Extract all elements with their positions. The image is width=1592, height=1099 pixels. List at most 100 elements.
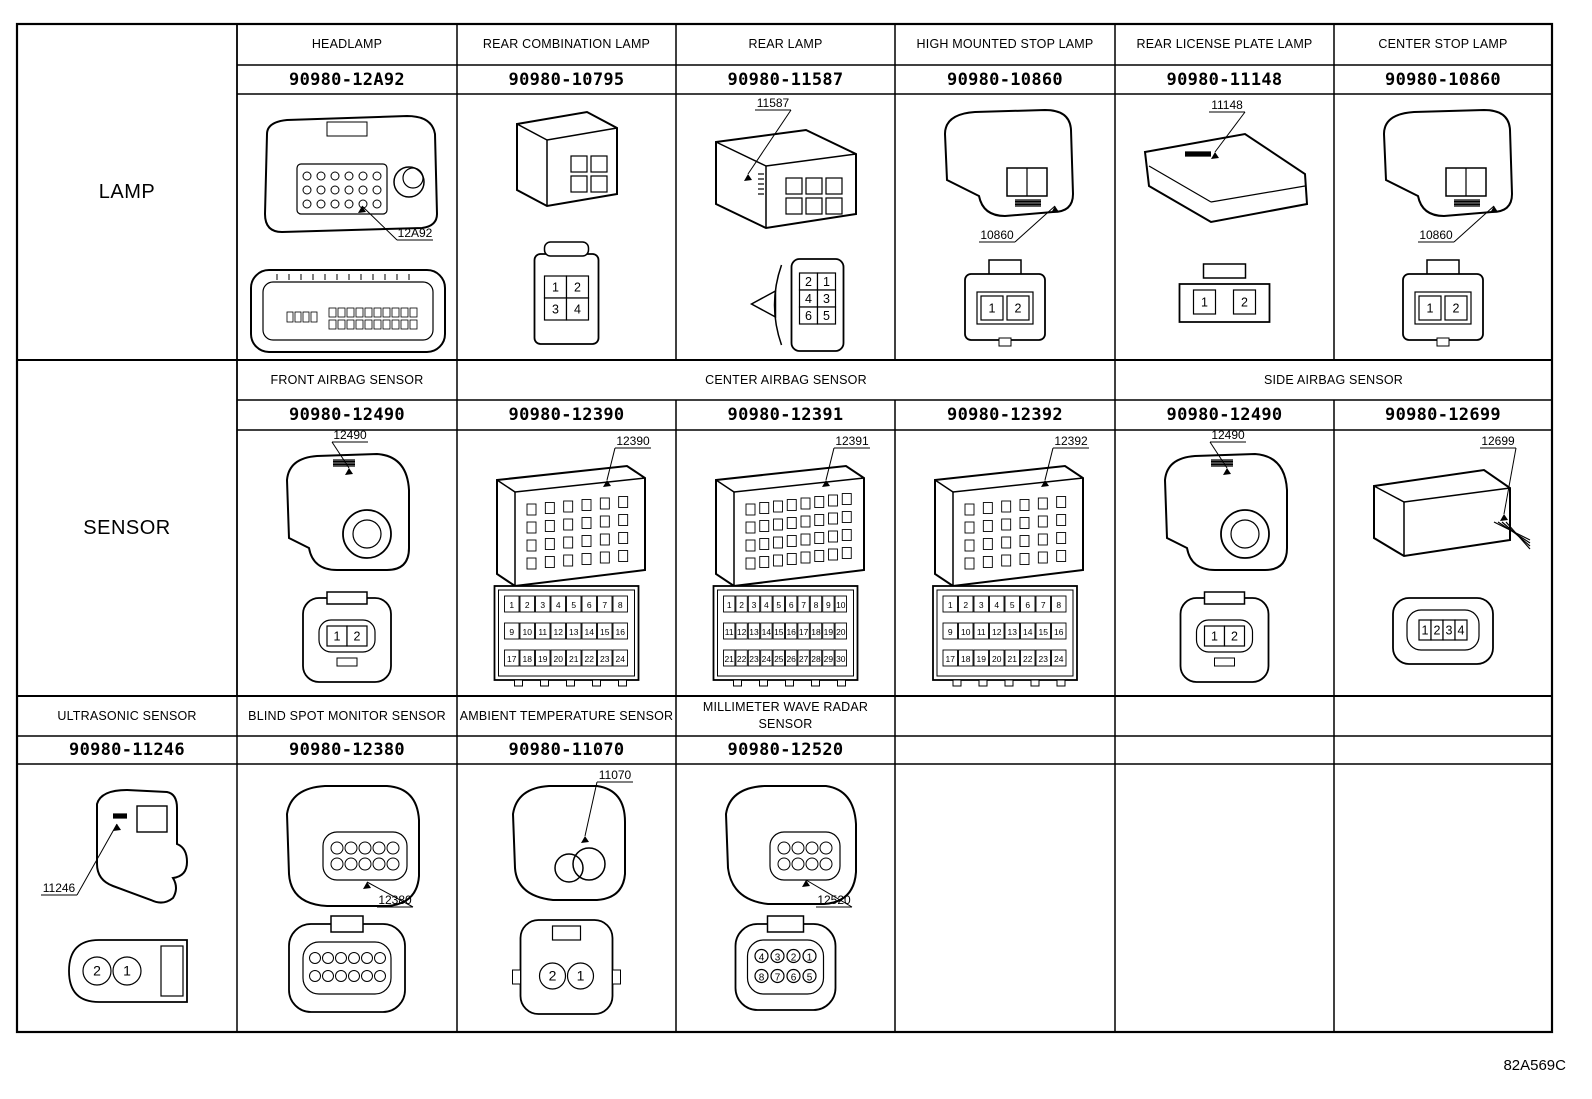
svg-text:29: 29 <box>824 654 834 664</box>
svg-text:1: 1 <box>577 968 585 984</box>
svg-text:2: 2 <box>739 600 744 610</box>
svg-text:6: 6 <box>1025 600 1030 610</box>
svg-text:21: 21 <box>724 654 734 664</box>
svg-text:6: 6 <box>805 309 812 323</box>
svg-text:5: 5 <box>807 973 813 984</box>
svg-text:1: 1 <box>123 963 131 979</box>
svg-text:4: 4 <box>764 600 769 610</box>
svg-text:6: 6 <box>791 973 797 984</box>
svg-text:1: 1 <box>1422 624 1429 638</box>
svg-text:1: 1 <box>727 600 732 610</box>
connector-name: CENTER STOP LAMP <box>1378 37 1508 51</box>
svg-text:3: 3 <box>979 600 984 610</box>
svg-text:16: 16 <box>616 627 626 637</box>
svg-text:1: 1 <box>989 302 996 316</box>
svg-text:12390: 12390 <box>616 434 650 448</box>
svg-text:14: 14 <box>762 627 772 637</box>
svg-text:18: 18 <box>523 654 533 664</box>
empty-cell <box>1334 764 1552 1032</box>
svg-text:22: 22 <box>585 654 595 664</box>
connector-name: FRONT AIRBAG SENSOR <box>270 372 424 387</box>
part-number: 90980-12490 <box>1166 405 1283 425</box>
part-number: 90980-12490 <box>289 405 405 425</box>
svg-text:4: 4 <box>805 292 812 306</box>
svg-text:12391: 12391 <box>835 434 869 448</box>
svg-text:2: 2 <box>354 630 361 644</box>
connector-name: REAR LAMP <box>748 37 823 51</box>
svg-text:2: 2 <box>525 600 530 610</box>
svg-text:3: 3 <box>552 303 559 317</box>
svg-text:19: 19 <box>977 654 987 664</box>
svg-text:24: 24 <box>616 654 626 664</box>
svg-text:12490: 12490 <box>1211 430 1245 442</box>
connector-name: AMBIENT TEMPERATURE SENSOR <box>459 708 674 723</box>
part-number: 90980-11587 <box>727 69 844 90</box>
svg-text:20: 20 <box>992 654 1002 664</box>
svg-text:3: 3 <box>540 600 545 610</box>
svg-text:2: 2 <box>549 968 557 984</box>
svg-text:2: 2 <box>93 963 101 979</box>
svg-text:23: 23 <box>749 654 759 664</box>
svg-text:19: 19 <box>538 654 548 664</box>
part-number: 90980-12699 <box>1385 405 1501 425</box>
connector-name: REAR COMBINATION LAMP <box>482 37 651 51</box>
part-number: 90980-10860 <box>1385 69 1501 90</box>
part-number: 90980-10860 <box>947 69 1063 90</box>
connector-name: SIDE AIRBAG SENSOR <box>1263 372 1404 387</box>
svg-text:2: 2 <box>1453 302 1460 316</box>
part-number: 90980-12392 <box>947 405 1063 425</box>
svg-text:2: 2 <box>1231 630 1238 644</box>
svg-text:3: 3 <box>823 292 830 306</box>
svg-text:13: 13 <box>1008 627 1018 637</box>
svg-text:18: 18 <box>961 654 971 664</box>
svg-text:6: 6 <box>789 600 794 610</box>
svg-text:19: 19 <box>824 627 834 637</box>
connector-name: CENTER AIRBAG SENSOR <box>705 372 867 387</box>
svg-text:12520: 12520 <box>817 893 851 907</box>
svg-text:1: 1 <box>948 600 953 610</box>
empty-cell <box>1115 764 1334 1032</box>
empty-cell <box>895 764 1115 1032</box>
svg-text:13: 13 <box>749 627 759 637</box>
svg-text:18: 18 <box>811 627 821 637</box>
svg-text:7: 7 <box>775 973 781 984</box>
connector-name: HEADLAMP <box>311 37 383 51</box>
svg-text:23: 23 <box>1039 654 1049 664</box>
svg-text:22: 22 <box>737 654 747 664</box>
connector-name: HIGH MOUNTED STOP LAMP <box>916 37 1094 51</box>
svg-text:10860: 10860 <box>1419 228 1453 242</box>
svg-text:21: 21 <box>569 654 579 664</box>
svg-text:10860: 10860 <box>980 228 1014 242</box>
svg-text:12: 12 <box>992 627 1002 637</box>
svg-text:8: 8 <box>618 600 623 610</box>
connector-name: ULTRASONIC SENSOR <box>57 708 197 723</box>
svg-text:3: 3 <box>775 953 781 964</box>
svg-text:2: 2 <box>791 953 797 964</box>
svg-text:15: 15 <box>1039 627 1049 637</box>
svg-text:11587: 11587 <box>757 96 790 110</box>
svg-text:2: 2 <box>1241 296 1248 310</box>
svg-text:2: 2 <box>805 275 812 289</box>
svg-text:12392: 12392 <box>1054 434 1088 448</box>
svg-text:4: 4 <box>994 600 999 610</box>
part-number: 90980-12391 <box>727 405 844 425</box>
svg-text:10: 10 <box>836 600 846 610</box>
connector-name: BLIND SPOT MONITOR SENSOR <box>248 708 446 723</box>
svg-text:12: 12 <box>554 627 564 637</box>
part-number: 90980-12520 <box>727 740 844 760</box>
part-number: 90980-12390 <box>508 405 625 425</box>
svg-text:2: 2 <box>1015 302 1022 316</box>
svg-text:1: 1 <box>807 953 813 964</box>
part-number: 90980-11070 <box>508 740 625 760</box>
svg-text:4: 4 <box>556 600 561 610</box>
svg-text:11: 11 <box>538 627 547 637</box>
